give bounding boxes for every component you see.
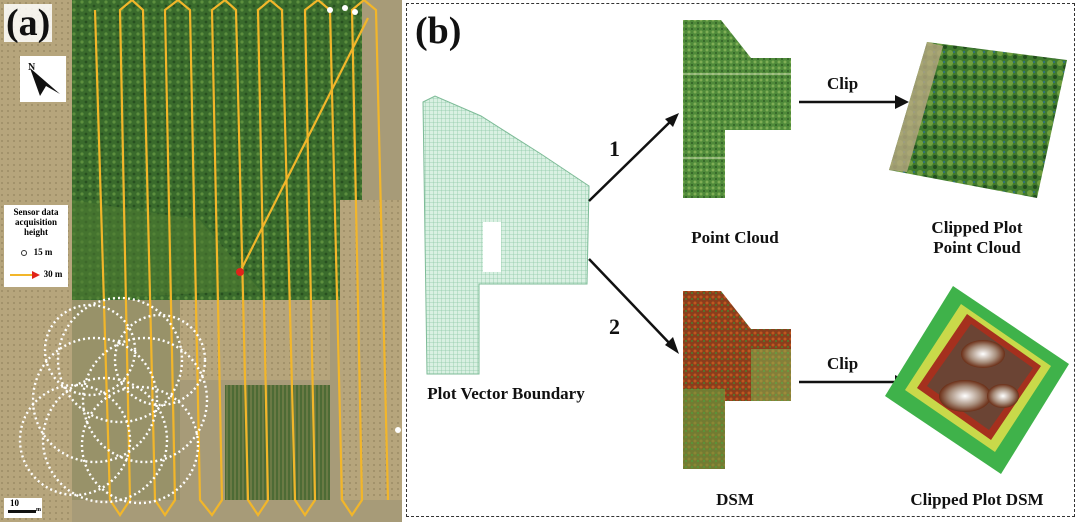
panel-b-label: (b) <box>415 10 462 52</box>
flight-path-lines <box>93 0 390 517</box>
clipped-dsm-label: Clipped Plot DSM <box>910 490 1044 509</box>
clip-bottom-label: Clip <box>827 354 859 373</box>
dsm-image <box>683 291 791 469</box>
route-2-label: 2 <box>609 314 620 339</box>
plot-vector-boundary-label: Plot Vector Boundary <box>427 384 585 403</box>
scale-unit: m <box>36 507 41 513</box>
panel-a-label: (a) <box>4 2 53 44</box>
clipped-dsm-image <box>885 286 1069 474</box>
route-1-label: 1 <box>609 136 620 161</box>
legend-item-circle: 15 m <box>4 246 68 258</box>
clipped-point-cloud-label: Clipped Plot Point Cloud <box>893 218 1061 257</box>
panel-a-flight-map: (a) N Sensor data acquisition height 15 … <box>0 0 402 522</box>
clipped-point-cloud-image <box>889 42 1067 198</box>
scale-bar: 10 m <box>4 498 42 518</box>
clipped-point-cloud-label-line2: Point Cloud <box>933 237 1021 257</box>
legend-title: Sensor data acquisition height <box>13 207 59 237</box>
legend-circle-label: 15 m <box>33 246 53 257</box>
corner-waypoints <box>327 5 401 433</box>
clipped-point-cloud-label-line1: Clipped Plot <box>931 218 1023 237</box>
plot-vector-boundary-image <box>422 95 590 375</box>
waypoint-circles <box>18 296 209 505</box>
flight-arrow-icon <box>9 270 40 279</box>
svg-text:N: N <box>28 62 36 73</box>
point-cloud-label: Point Cloud <box>691 228 779 247</box>
clip-top-arrow <box>799 95 909 109</box>
legend-arrow-label: 30 m <box>43 268 63 279</box>
panel-b-clipping-workflow: (b) Plot Vector Boundary 1 2 Poin <box>406 3 1075 517</box>
scale-value: 10 <box>10 498 19 508</box>
legend-item-arrow: 30 m <box>4 268 68 280</box>
point-cloud-image <box>683 20 791 198</box>
waypoint-circle-icon <box>20 249 27 256</box>
clip-top-label: Clip <box>827 74 859 93</box>
start-point-marker <box>236 268 244 276</box>
sensor-height-legend: Sensor data acquisition height 15 m 30 m <box>4 205 68 287</box>
dsm-label: DSM <box>716 490 754 509</box>
branch-arrows <box>588 113 679 354</box>
north-arrow-icon: N <box>20 56 66 102</box>
